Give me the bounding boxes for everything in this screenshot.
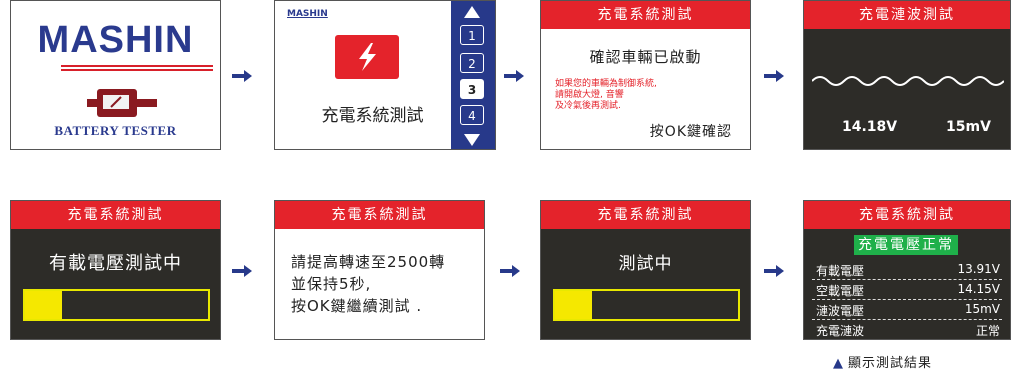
screen-header: 充電系統測試 (275, 201, 484, 229)
menu-item-2[interactable]: 2 (460, 53, 484, 73)
voltage-readout: 14.18V (842, 119, 898, 135)
status-badge: 充電電壓正常 (854, 235, 958, 255)
arrow-icon (500, 265, 520, 277)
result-row: 漣波電壓 15mV (812, 299, 1002, 320)
note-line: 請開啟大燈, 音響 (555, 90, 624, 100)
instruction-text: 請提高轉速至2500轉 並保持5秒, 按OK鍵繼續測試 . (291, 253, 446, 315)
press-ok-prompt: 按OK鍵確認 (649, 124, 732, 140)
screen-header: 充電系統測試 (541, 1, 750, 29)
test-status: 有載電壓測試中 (49, 253, 182, 274)
progress-fill (555, 291, 592, 319)
result-row: 空載電壓 14.15V (812, 279, 1002, 300)
result-value: 15mV (964, 302, 1000, 316)
confirm-message: 確認車輛已啟動 (589, 48, 702, 66)
menu-screen: MASHIN 充電系統測試 1 2 3 4 (274, 0, 496, 150)
load-test-screen: 充電系統測試 有載電壓測試中 (10, 200, 221, 340)
result-caption: ▲ 顯示測試結果 (833, 352, 932, 371)
menu-item-4[interactable]: 4 (460, 105, 484, 125)
menu-sidebar: 1 2 3 4 (451, 1, 495, 149)
note-line: 如果您的車輛為制御系統, (555, 79, 657, 89)
logo-underline (61, 65, 213, 71)
menu-item-3[interactable]: 3 (460, 79, 484, 99)
results-screen: 充電系統測試 充電電壓正常 有載電壓 13.91V 空載電壓 14.15V 漣波… (803, 200, 1011, 340)
mini-brand-logo: MASHIN (287, 9, 328, 19)
result-label: 充電漣波 (816, 324, 865, 338)
screen-header: 充電系統測試 (11, 201, 220, 229)
confirm-screen: 充電系統測試 確認車輛已啟動 如果您的車輛為制御系統, 請開啟大燈, 音響 及冷… (540, 0, 751, 150)
battery-icon (335, 35, 399, 79)
brand-logo: MASHIN (37, 19, 194, 61)
result-value: 13.91V (957, 262, 1000, 276)
rpm-instruction-screen: 充電系統測試 請提高轉速至2500轉 並保持5秒, 按OK鍵繼續測試 . (274, 200, 485, 340)
progress-bar (553, 289, 740, 321)
screen-header: 充電系統測試 (541, 201, 750, 229)
battery-tester-label: BATTERY TESTER (54, 123, 177, 138)
ripple-wave-icon (812, 76, 1004, 86)
logo-panel: MASHIN BATTERY TESTER (10, 0, 221, 150)
menu-item-1[interactable]: 1 (460, 25, 484, 45)
caption-text: 顯示測試結果 (848, 356, 933, 371)
warning-note: 如果您的車輛為制御系統, 請開啟大燈, 音響 及冷氣後再測試. (555, 79, 657, 112)
menu-title: 充電系統測試 (321, 106, 424, 126)
arrow-icon (764, 265, 784, 277)
progress-fill (25, 291, 62, 319)
arrow-icon (504, 70, 524, 82)
battery-tester-device-icon (87, 89, 157, 117)
progress-bar (23, 289, 210, 321)
scroll-up-icon[interactable] (464, 6, 480, 18)
result-row: 有載電壓 13.91V (812, 259, 1002, 280)
screen-header: 充電系統測試 (804, 201, 1010, 229)
arrow-icon (232, 265, 252, 277)
triangle-up-icon: ▲ (833, 356, 844, 371)
scroll-down-icon[interactable] (464, 134, 480, 146)
test-status: 測試中 (618, 254, 673, 274)
ripple-screen: 充電漣波測試 14.18V 15mV (803, 0, 1011, 150)
result-value: 正常 (975, 324, 1000, 338)
arrow-icon (764, 70, 784, 82)
result-value: 14.15V (957, 282, 1000, 296)
result-label: 空載電壓 (816, 284, 865, 298)
result-label: 漣波電壓 (816, 304, 865, 318)
arrow-icon (232, 70, 252, 82)
note-line: 及冷氣後再測試. (555, 101, 621, 111)
result-label: 有載電壓 (816, 264, 865, 278)
testing-screen: 充電系統測試 測試中 (540, 200, 751, 340)
ripple-readout: 15mV (946, 119, 991, 135)
screen-header: 充電漣波測試 (804, 1, 1010, 29)
result-row: 充電漣波 正常 (812, 319, 1002, 339)
